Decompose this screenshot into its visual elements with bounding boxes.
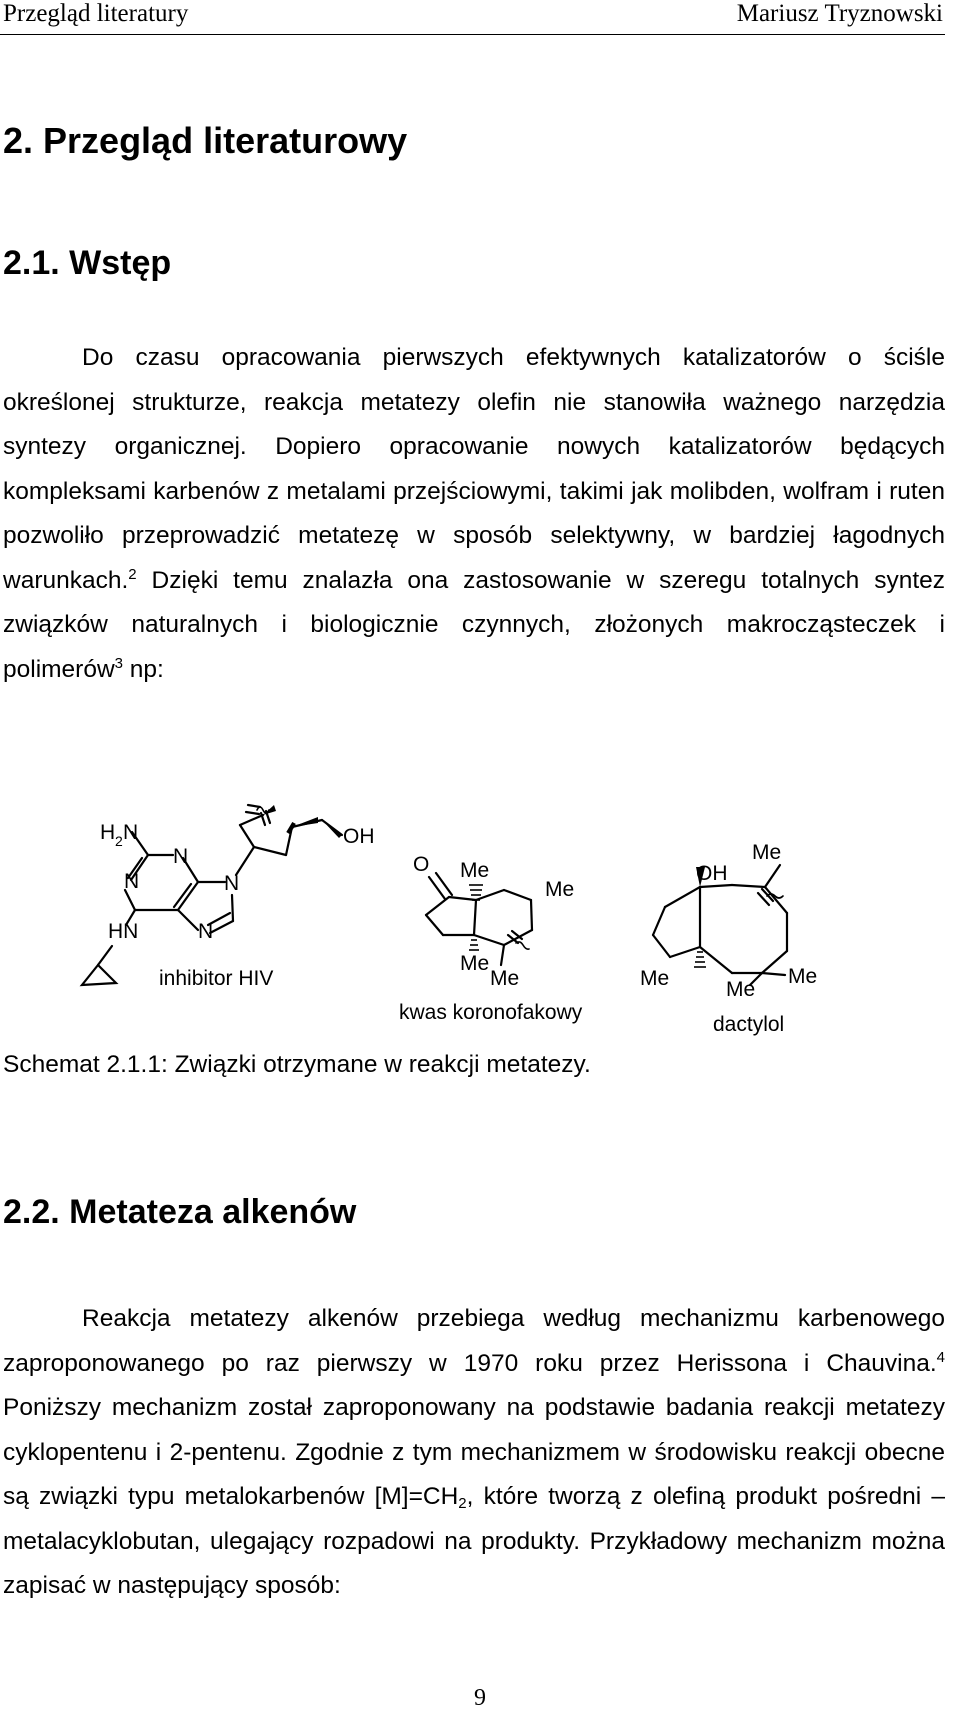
purine-n7: N — [198, 920, 213, 943]
intro-text-c: np: — [123, 655, 164, 683]
dactylol-hydroxyl: OH — [696, 862, 728, 885]
h2n-subscript: 2 — [115, 833, 123, 849]
purine-n1: N — [173, 845, 188, 868]
hiv-inhibitor-structure — [79, 803, 344, 987]
dactylol-label: dactylol — [713, 1013, 784, 1036]
coronafacic-hashed-bonds — [469, 884, 483, 951]
coronafacic-acid-label: kwas koronofakowy — [399, 1001, 583, 1024]
h2n-h: H — [100, 821, 115, 844]
reference-4: 4 — [936, 1348, 945, 1366]
coronafacic-me-2: Me — [545, 878, 574, 901]
dactylol-atom-labels: OH Me Me Me Me dactylol — [640, 841, 817, 1036]
mechanism-text-c: , które tworzą z olefiną produkt pośredn… — [3, 1483, 945, 1599]
cyclopropylamine-hn: HN — [108, 920, 138, 943]
coronafacic-me-3: Me — [460, 952, 489, 975]
coronafacic-acid-structure — [424, 871, 534, 967]
ch2-subscript: 2 — [458, 1495, 467, 1512]
scheme-caption: Schemat 2.1.1: Związki otrzymane w reakc… — [3, 1051, 591, 1078]
h2n-n: N — [123, 821, 138, 844]
reference-3: 3 — [114, 654, 123, 672]
running-header: Przegląd literatury Mariusz Tryznowski — [0, 0, 945, 35]
chapter-title: 2. Przegląd literaturowy — [3, 120, 408, 161]
page-number: 9 — [474, 1685, 486, 1711]
coronafacic-me-1: Me — [460, 859, 489, 882]
intro-text-b: Dzięki temu znalazła ona zastosowanie w … — [3, 566, 945, 683]
coronafacic-atom-labels: O Me Me Me Me kwas koronofakowy — [399, 853, 583, 1024]
dactylol-me-1: Me — [752, 841, 781, 864]
reference-2: 2 — [128, 565, 137, 583]
coronafacic-ketone-o: O — [413, 853, 429, 876]
hiv-inhibitor-label: inhibitor HIV — [159, 967, 273, 990]
section-title-intro: 2.1. Wstęp — [3, 244, 172, 282]
intro-text-a: Do czasu opracowania pierwszych efektywn… — [3, 344, 945, 594]
running-header-left: Przegląd literatury — [3, 0, 189, 27]
hiv-atom-labels: H 2 N N N N N HN OH inhibitor HIV — [100, 821, 375, 990]
dactylol-me-4: Me — [788, 965, 817, 988]
dactylol-wedge-bond — [696, 867, 705, 887]
mechanism-paragraph: Reakcja metatezy alkenów przebiega wedłu… — [3, 1297, 945, 1609]
dactylol-me-2: Me — [640, 967, 669, 990]
section-title-alkene-metathesis: 2.2. Metateza alkenów — [3, 1193, 357, 1231]
hiv-hydroxyl: OH — [343, 825, 375, 848]
coronafacic-me-4: Me — [490, 967, 519, 990]
purine-n3: N — [124, 870, 139, 893]
dactylol-structure — [651, 863, 789, 987]
dactylol-hashed-bond — [694, 951, 706, 968]
intro-paragraph: Do czasu opracowania pierwszych efektywn… — [3, 336, 945, 692]
dactylol-me-3: Me — [726, 978, 755, 1001]
structures-figure: H 2 N N N N N HN OH inhibitor HIV — [79, 803, 817, 1036]
purine-n9: N — [224, 872, 239, 895]
mechanism-text-b: Poniższy mechanizm został zaproponowany … — [3, 1394, 945, 1510]
running-header-author: Mariusz Tryznowski — [736, 0, 943, 27]
mechanism-text-a: Reakcja metatezy alkenów przebiega wedłu… — [3, 1305, 945, 1377]
chemical-scheme: H 2 N N N N N HN OH inhibitor HIV — [60, 765, 940, 1045]
